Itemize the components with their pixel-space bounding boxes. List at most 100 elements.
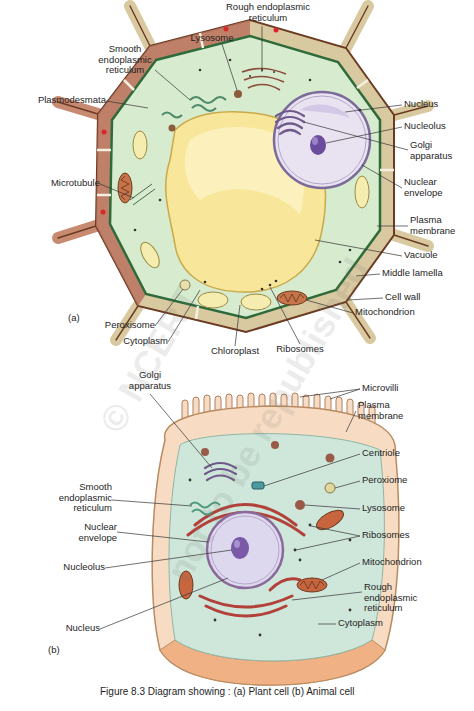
ribosome-dot bbox=[349, 539, 352, 542]
part-label: Nucleus bbox=[404, 99, 474, 110]
leader-line bbox=[112, 500, 192, 506]
ribosome-dot bbox=[349, 609, 352, 612]
rough-endoplasmic-reticulum bbox=[244, 76, 284, 82]
ribosome-dot bbox=[189, 479, 192, 482]
leader-line bbox=[305, 505, 360, 509]
part-label: Rough endoplasmic reticulum bbox=[364, 582, 426, 614]
panel-label: (a) bbox=[68, 313, 98, 324]
ribosome-dot bbox=[349, 249, 352, 252]
lysosome bbox=[169, 125, 176, 132]
ribosome-dot bbox=[294, 549, 297, 552]
smooth-endoplasmic-reticulum bbox=[190, 97, 226, 103]
ribosome-dot bbox=[309, 524, 312, 527]
ribosome-dot bbox=[269, 284, 272, 287]
ribosome-dot bbox=[134, 59, 362, 291]
mitochondrion bbox=[118, 173, 132, 203]
part-label: Centriole bbox=[362, 448, 432, 459]
leader-line bbox=[335, 481, 360, 488]
lysosome bbox=[234, 90, 242, 98]
plasmodesmata bbox=[357, 80, 368, 88]
part-label: Nuclear envelope bbox=[67, 522, 117, 543]
neighbour-wall bbox=[58, 226, 96, 238]
chloroplast bbox=[137, 239, 163, 270]
neighbour-wall bbox=[346, 6, 368, 48]
plasmodesmata bbox=[97, 194, 111, 197]
part-label: Plasma membrane bbox=[410, 215, 465, 236]
golgi-apparatus bbox=[276, 111, 304, 116]
chloroplast bbox=[133, 131, 147, 159]
neighbour-wall bbox=[394, 235, 428, 246]
plasmodesmata bbox=[124, 80, 134, 90]
nucleus bbox=[300, 104, 350, 118]
neighbour-wall bbox=[394, 235, 428, 246]
figure-caption: Figure 8.3 Diagram showing : (a) Plant c… bbox=[100, 686, 355, 697]
part-label: Vacuole bbox=[404, 250, 464, 261]
ribosome-dot bbox=[309, 79, 312, 82]
golgi-apparatus bbox=[280, 130, 300, 134]
leader-line bbox=[300, 389, 360, 397]
neighbour-wall bbox=[346, 6, 368, 48]
leader-line bbox=[330, 389, 360, 399]
part-label: Mitochondrion bbox=[362, 557, 442, 568]
ribosome-dot bbox=[273, 71, 275, 73]
mitochondrion bbox=[280, 294, 304, 302]
leader-line bbox=[106, 101, 148, 108]
part-label: Rough endoplasmic reticulum bbox=[223, 2, 313, 23]
part-label: Nucleolus bbox=[35, 562, 105, 573]
nucleus bbox=[234, 540, 240, 548]
leader-line bbox=[100, 184, 134, 198]
smooth-endoplasmic-reticulum bbox=[162, 113, 182, 118]
rough-endoplasmic-reticulum bbox=[242, 68, 286, 90]
lysosome bbox=[326, 454, 335, 463]
leader-line bbox=[150, 394, 212, 468]
ribosome-dot bbox=[134, 229, 137, 232]
leader-line bbox=[318, 624, 336, 625]
ribosome-dot bbox=[199, 69, 202, 72]
leader-line bbox=[345, 105, 402, 112]
part-label: Mitochondrion bbox=[355, 307, 435, 318]
rough-endoplasmic-reticulum bbox=[270, 579, 300, 590]
smooth-endoplasmic-reticulum bbox=[192, 105, 216, 111]
peroxisome bbox=[325, 483, 335, 493]
part-label: Smooth endoplasmic reticulum bbox=[50, 482, 112, 514]
mitochondrion bbox=[121, 176, 129, 200]
leader-line bbox=[304, 122, 408, 150]
plasmodesmata-dot bbox=[101, 210, 106, 215]
leader-line bbox=[311, 526, 360, 536]
lysosome bbox=[201, 448, 209, 456]
nucleus bbox=[231, 537, 249, 559]
part-label: Middle lamella bbox=[382, 268, 472, 279]
leader-line bbox=[362, 165, 402, 188]
smooth-endoplasmic-reticulum bbox=[162, 97, 226, 118]
nucleus bbox=[312, 137, 318, 145]
part-label: Microtubule bbox=[30, 178, 100, 189]
part-label: Microvilli bbox=[362, 383, 432, 394]
leader-line bbox=[155, 70, 190, 100]
neighbour-wall bbox=[130, 6, 150, 46]
plasmodesmata-dot bbox=[274, 28, 279, 33]
leader-line bbox=[222, 44, 237, 90]
mitochondrion bbox=[118, 173, 307, 305]
plasmodesmata-dot bbox=[102, 130, 107, 135]
part-label: Plasmodesmata bbox=[26, 95, 106, 106]
neighbour-wall bbox=[58, 226, 96, 238]
golgi-apparatus bbox=[278, 124, 302, 129]
part-label: Nucleus bbox=[30, 623, 100, 634]
nucleus bbox=[274, 92, 370, 188]
plasmodesmata bbox=[97, 149, 111, 152]
leader-line bbox=[264, 454, 360, 486]
rough-endoplasmic-reticulum bbox=[200, 596, 292, 607]
part-label: Lysosome bbox=[177, 33, 247, 44]
leader-line bbox=[292, 592, 362, 600]
panel-label: (b) bbox=[48, 645, 78, 656]
nucleus bbox=[274, 92, 370, 188]
ribosome-dot bbox=[275, 280, 278, 283]
ribosome-dot bbox=[249, 75, 251, 77]
part-label: Lysosome bbox=[362, 503, 432, 514]
golgi-apparatus bbox=[276, 117, 304, 122]
lysosome bbox=[295, 500, 305, 510]
neighbour-wall bbox=[58, 6, 428, 340]
ribosome-dot bbox=[159, 199, 162, 202]
microtubule bbox=[130, 184, 155, 205]
leader-line bbox=[326, 127, 402, 143]
